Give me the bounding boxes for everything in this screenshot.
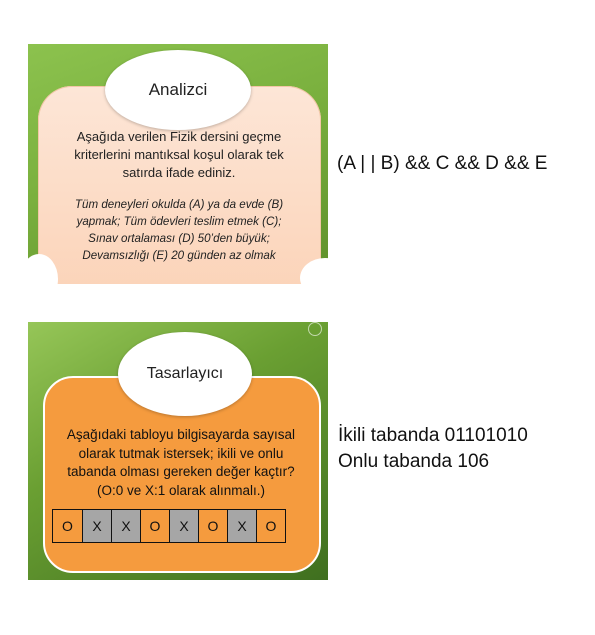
analyzer-question: Aşağıda verilen Fizik dersini geçme krit… <box>50 128 308 182</box>
bit-cell: O <box>198 510 227 542</box>
question-line: (O:0 ve X:1 olarak alınmalı.) <box>96 482 266 498</box>
designer-answer: İkili tabanda 01101010 Onlu tabanda 106 <box>338 423 528 475</box>
bit-cell: X <box>111 510 140 542</box>
analyzer-answer: (A | | B) && C && D && E <box>337 153 548 174</box>
question-line: Aşağıdaki tabloyu bilgisayarda sayısal <box>66 427 296 442</box>
bit-cell: O <box>140 510 169 542</box>
designer-card: Tasarlayıcı Aşağıdaki tabloyu bilgisayar… <box>28 322 328 580</box>
designer-title: Tasarlayıcı <box>146 365 224 382</box>
question-line: satırda ifade ediniz. <box>122 165 236 180</box>
bit-cell: O <box>256 510 285 542</box>
bit-table: O X X O X O X O <box>52 509 286 543</box>
bit-cell: X <box>227 510 256 542</box>
analyzer-title: Analizci <box>148 80 208 99</box>
question-line: Aşağıda verilen Fizik dersini geçme <box>76 129 282 144</box>
decorative-ring <box>308 322 322 336</box>
designer-title-badge: Tasarlayıcı <box>118 332 252 416</box>
question-line: kriterlerini mantıksal koşul olarak tek <box>74 147 284 162</box>
analyzer-card: Analizci Aşağıda verilen Fizik dersini g… <box>28 44 328 284</box>
analyzer-criteria: Tüm deneyleri okulda (A) ya da evde (B) … <box>50 196 308 264</box>
criteria-line: yapmak; Tüm ödevleri teslim etmek (C); <box>76 215 282 228</box>
analyzer-title-badge: Analizci <box>105 50 251 130</box>
bit-cell: X <box>82 510 111 542</box>
bit-cell: O <box>53 510 82 542</box>
criteria-line: Tüm deneyleri okulda (A) ya da evde (B) <box>74 198 284 211</box>
criteria-line: Sınav ortalaması (D) 50’den büyük; <box>88 232 270 245</box>
criteria-line: Devamsızlığı (E) 20 günden az olmak <box>82 249 276 262</box>
binary-answer: İkili tabanda 01101010 <box>338 425 528 446</box>
question-line: olarak tutmak istersek; ikili ve onlu <box>78 445 284 461</box>
designer-question: Aşağıdaki tabloyu bilgisayarda sayısal o… <box>46 426 316 500</box>
question-line: tabanda olması gereken değer kaçtır? <box>67 464 295 479</box>
decimal-answer: Onlu tabanda 106 <box>338 451 490 472</box>
bit-cell: X <box>169 510 198 542</box>
